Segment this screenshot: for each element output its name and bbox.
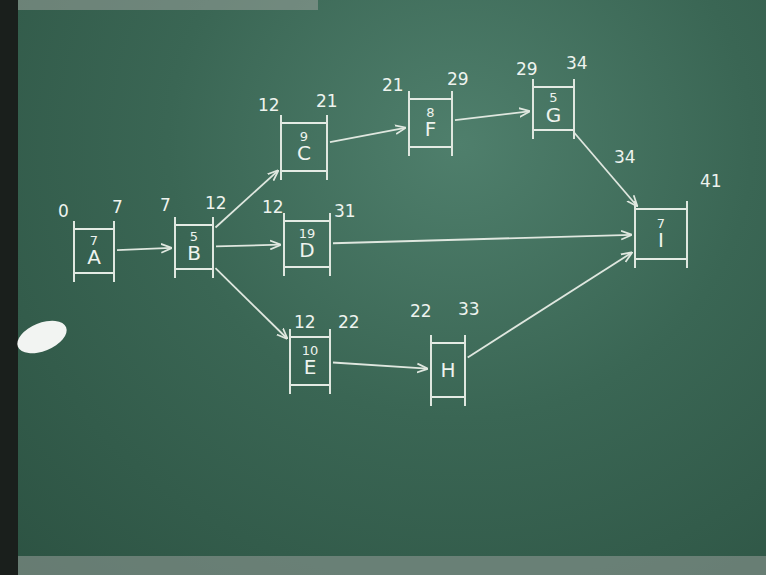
duration-number: 5 (549, 91, 557, 105)
precedence-arrow (468, 253, 632, 358)
activity-box: 5B (174, 224, 214, 270)
duration-number: 5 (190, 230, 198, 244)
time-label: 34 (614, 148, 636, 167)
time-label: 7 (160, 196, 171, 215)
activity-box: 5G (532, 86, 575, 131)
duration-number: 9 (300, 130, 308, 144)
time-label: 33 (458, 300, 480, 319)
activity-box: 7I (634, 208, 688, 260)
activity-letter: I (658, 230, 664, 251)
activity-box: 8F (408, 98, 453, 148)
time-label: 22 (338, 313, 360, 332)
precedence-arrow (330, 128, 405, 142)
precedence-arrow (574, 133, 637, 206)
chalk-hand (13, 314, 72, 359)
activity-letter: D (299, 240, 314, 261)
duration-number: 8 (426, 106, 434, 120)
duration-number: 7 (90, 234, 98, 248)
time-label: 12 (262, 198, 284, 217)
activity-letter: E (304, 357, 317, 378)
activity-letter: C (297, 143, 311, 164)
precedence-arrow (333, 363, 427, 369)
time-label: 34 (566, 54, 588, 73)
time-label: 0 (58, 202, 69, 221)
time-label: 21 (382, 76, 404, 95)
board-frame (18, 0, 318, 10)
precedence-arrow (455, 111, 529, 120)
board-edge (0, 0, 18, 575)
duration-number: 19 (299, 227, 316, 241)
duration-number: 7 (657, 217, 665, 231)
precedence-arrow (333, 235, 631, 243)
precedence-arrow (117, 248, 171, 250)
activity-box: 10E (289, 336, 331, 386)
activity-box: 19D (283, 220, 331, 268)
chalk-tray (18, 556, 766, 575)
time-label: 12 (205, 194, 227, 213)
time-label: 21 (316, 92, 338, 111)
activity-letter: B (187, 243, 201, 264)
time-label: 12 (258, 96, 280, 115)
time-label: 41 (700, 172, 722, 191)
time-label: 7 (112, 198, 123, 217)
time-label: 29 (516, 60, 538, 79)
activity-letter: A (87, 247, 101, 268)
time-label: 31 (334, 202, 356, 221)
activity-box: H (430, 342, 466, 398)
activity-letter: F (425, 119, 437, 140)
activity-box: 9C (280, 122, 328, 172)
time-label: 22 (410, 302, 432, 321)
time-label: 29 (447, 70, 469, 89)
activity-letter: G (546, 105, 562, 126)
precedence-arrow (216, 245, 280, 247)
activity-letter: H (440, 360, 455, 381)
activity-box: 7A (73, 228, 115, 274)
duration-number: 10 (302, 344, 319, 358)
precedence-arrow (215, 268, 286, 338)
